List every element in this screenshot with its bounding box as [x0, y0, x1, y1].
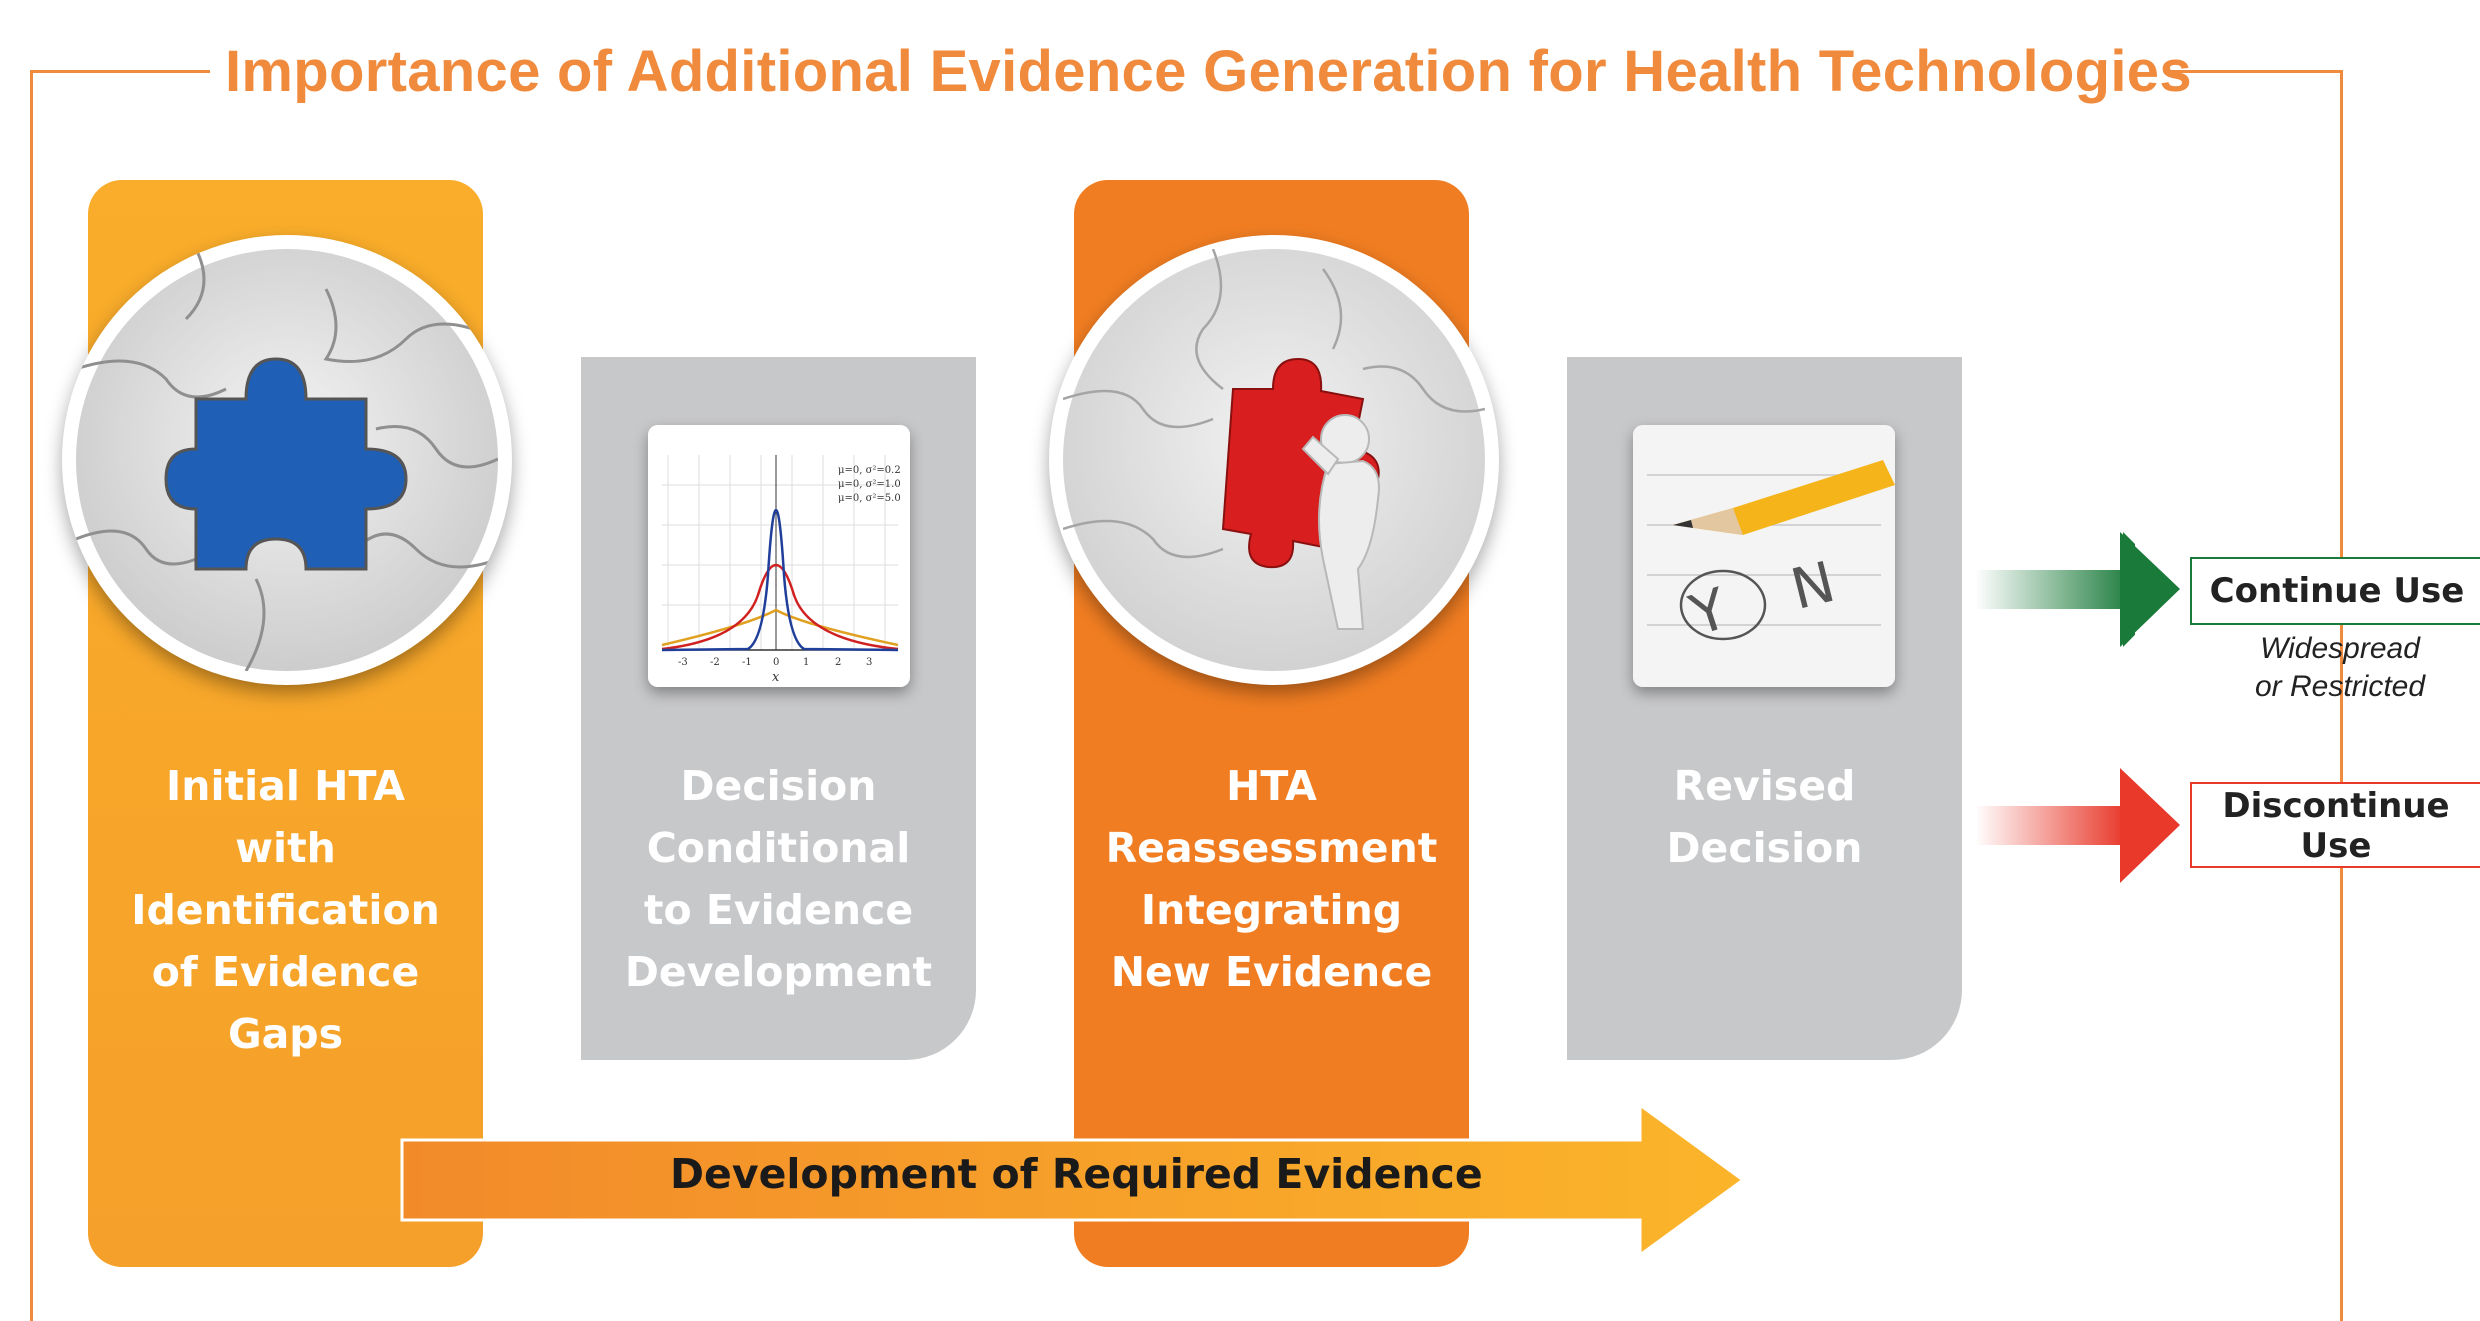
chart-tick-4: 0 [773, 657, 779, 668]
chart-legend-3: μ=0, σ²=5.0 [838, 493, 901, 504]
page-title: Importance of Additional Evidence Genera… [225, 39, 2192, 104]
continue-arrow [1975, 532, 2135, 647]
frame-top-right [2165, 70, 2342, 73]
discontinue-arrow [1975, 806, 2125, 845]
chart-tick-1: -3 [678, 657, 688, 668]
chart-xlabel: x [772, 670, 780, 685]
continue-arrow-head [2120, 532, 2180, 647]
chart-legend-2: μ=0, σ²=1.0 [838, 479, 901, 490]
bell-curve-chart-icon: μ=0, σ²=0.2 μ=0, σ²=1.0 μ=0, σ²=5.0 -3 -… [648, 425, 910, 687]
continue-use-box: Continue Use [2190, 557, 2480, 625]
pencil-yes-no-icon: Y N [1633, 425, 1895, 687]
puzzle-missing-piece-icon [62, 235, 512, 685]
discontinue-use-box: Discontinue Use [2190, 782, 2480, 868]
puzzle-gap-shape [164, 357, 408, 571]
step-label-initial-hta: Initial HTA with Identification of Evide… [131, 762, 440, 1058]
continue-use-label: Continue Use [2209, 571, 2465, 611]
continue-use-sub: Widespread or Restricted [2254, 632, 2426, 703]
chart-legend-1: μ=0, σ²=0.2 [838, 465, 901, 476]
discontinue-use-label: Discontinue Use [2222, 786, 2450, 866]
discontinue-arrow-head [2120, 768, 2180, 883]
frame-top-left [30, 70, 210, 73]
evidence-arrow-label: Development of Required Evidence [670, 1150, 1483, 1198]
chart-tick-3: -1 [742, 657, 752, 668]
chart-tick-2: -2 [710, 657, 720, 668]
evidence-development-arrow [400, 1102, 1746, 1258]
frame-right [2340, 70, 2343, 1321]
chart-tick-5: 1 [803, 657, 809, 668]
step-label-revised-decision: Revised Decision [1666, 762, 1863, 872]
chart-tick-7: 3 [866, 657, 872, 668]
figure-placing-puzzle-piece-icon [1049, 235, 1499, 685]
step-label-hta-reassessment: HTA Reassessment Integrating New Evidenc… [1105, 762, 1438, 996]
step-label-conditional-decision: Decision Conditional to Evidence Develop… [624, 762, 933, 996]
frame-left [30, 70, 33, 1321]
chart-tick-6: 2 [835, 657, 841, 668]
